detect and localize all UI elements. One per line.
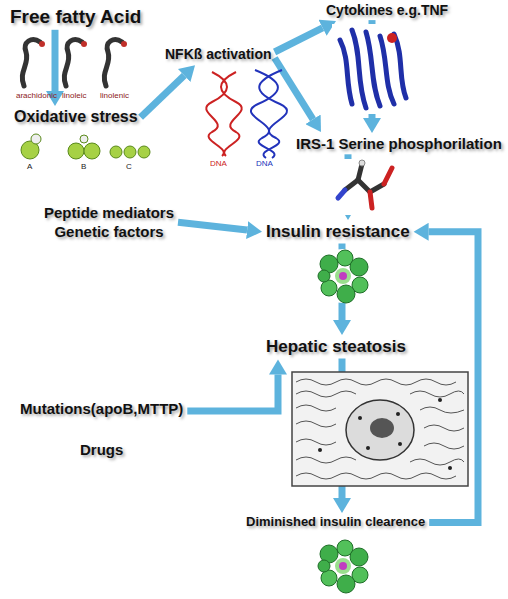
text-node: Diminished insulin clearence xyxy=(246,515,425,530)
node-line: Genetic factors xyxy=(44,223,174,240)
text-node: Peptide mediatorsGenetic factors xyxy=(44,204,174,241)
figure-label: B xyxy=(81,163,86,171)
text-node: Free fatty Acid xyxy=(10,6,141,28)
figure-label: linoleic xyxy=(62,92,86,100)
node-title: Hepatic steatosis xyxy=(266,337,406,357)
node-title: Peptide mediators xyxy=(44,204,174,221)
serine-molecule xyxy=(332,159,402,215)
dna-helix xyxy=(206,70,287,158)
figure-label: DNA xyxy=(256,160,273,168)
text-node: Mutations(apoB,MTTP) Drugs xyxy=(20,400,183,459)
node-title: Free fatty Acid xyxy=(10,6,141,28)
fatty-acid-atoms xyxy=(39,41,127,47)
node-title: Cytokines e.g.TNF xyxy=(326,2,448,18)
text-node: Oxidative stress xyxy=(14,108,138,126)
oxidative-species xyxy=(21,134,150,159)
fatty-acid-molecules xyxy=(22,40,122,86)
text-node: IRS-1 Serine phosphorilation xyxy=(296,135,502,152)
node-title: Oxidative stress xyxy=(14,108,138,126)
figure-label: arachidonic xyxy=(16,92,57,100)
figure-label: linolenic xyxy=(100,92,129,100)
flow-arrow xyxy=(275,28,323,52)
node-title: Mutations(apoB,MTTP) xyxy=(20,400,183,417)
text-node: Cytokines e.g.TNF xyxy=(326,2,448,18)
flow-arrow xyxy=(52,30,59,91)
text-node: Hepatic steatosis xyxy=(266,337,406,357)
text-node: NFKß activation xyxy=(165,46,272,62)
flow-arrow xyxy=(178,222,247,230)
figure-label: DNA xyxy=(210,160,227,168)
node-title: Insulin resistance xyxy=(266,222,410,242)
flow-arrow xyxy=(275,58,313,119)
hepatocyte-cell xyxy=(292,372,468,486)
figure-label: A xyxy=(27,163,32,171)
text-node: Insulin resistance xyxy=(266,222,410,242)
figure-label: C xyxy=(126,163,132,171)
flow-arrow xyxy=(141,76,185,118)
tnf-protein xyxy=(332,24,414,114)
node-title: NFKß activation xyxy=(165,46,272,62)
flow-arrow xyxy=(187,375,278,412)
node-title: Diminished insulin clearence xyxy=(246,515,425,530)
node-line: Drugs xyxy=(20,441,183,458)
node-title: IRS-1 Serine phosphorilation xyxy=(296,135,502,152)
